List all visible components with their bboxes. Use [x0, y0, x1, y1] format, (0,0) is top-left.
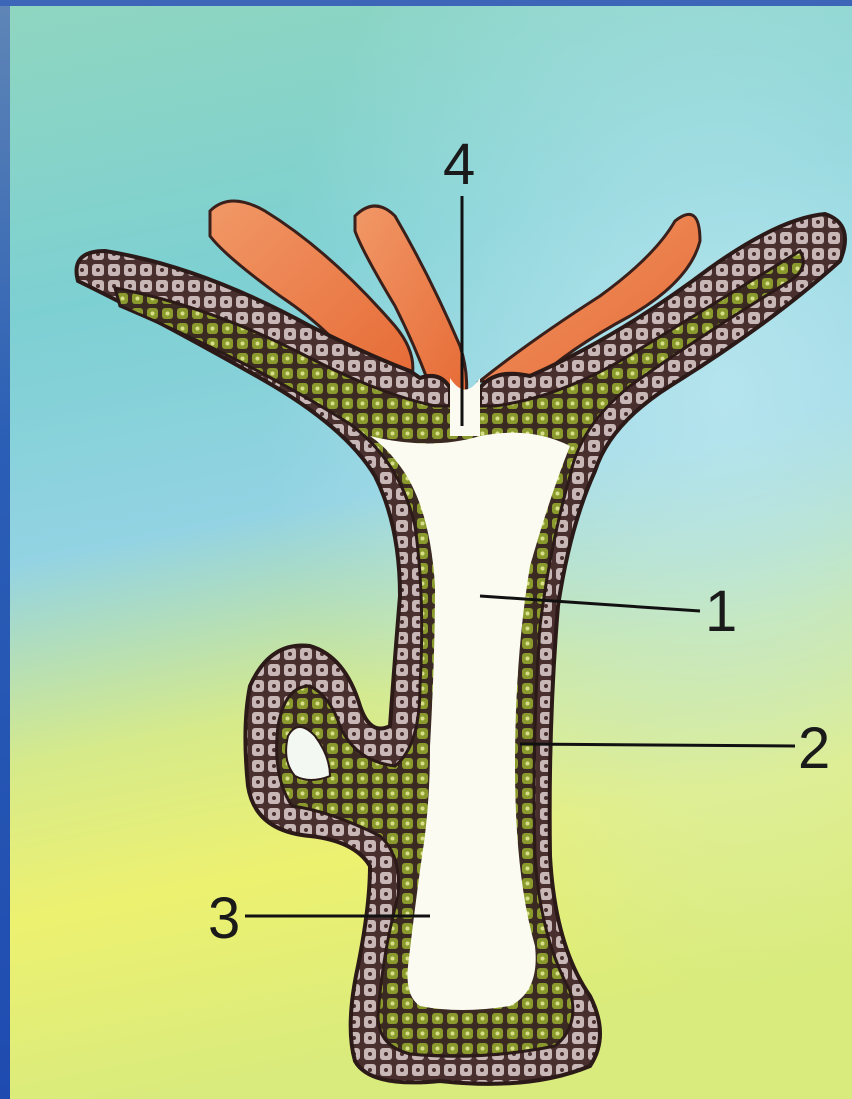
- label-3: 3: [208, 886, 240, 951]
- slide-frame-left: [0, 0, 10, 1099]
- label-1: 1: [705, 579, 737, 644]
- label-4: 4: [443, 132, 475, 197]
- leader-line-2: [520, 744, 795, 746]
- label-2: 2: [798, 716, 830, 781]
- hydra-diagram: 4 1 2 3: [10, 6, 852, 1099]
